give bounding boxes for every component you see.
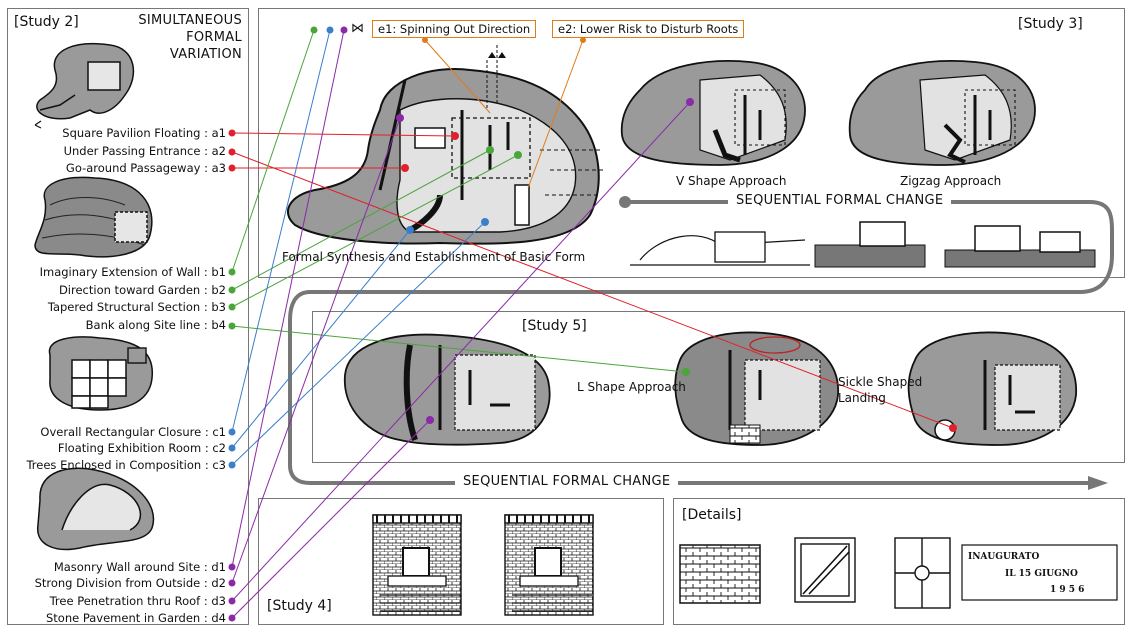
- label-b2: Direction toward Garden : b2: [58, 283, 226, 297]
- connector-c3: [231, 221, 486, 466]
- details-stone-pattern: [679, 544, 761, 604]
- label-b1: Imaginary Extension of Wall : b1: [39, 265, 226, 279]
- details-grille: [894, 537, 951, 609]
- connector-d3: [231, 101, 691, 602]
- note-e2: e2: Lower Risk to Disturb Roots: [552, 20, 745, 38]
- label-a1: Square Pavilion Floating : a1: [62, 126, 226, 140]
- sickle-caption-line1: Sickle Shaped: [838, 375, 923, 389]
- label-b3: Tapered Structural Section : b3: [47, 300, 226, 314]
- study2-plan-d: [37, 467, 155, 551]
- connector-c2: [231, 229, 411, 449]
- details-title: [Details]: [682, 507, 742, 523]
- study3-sequence-label: SEQUENTIAL FORMAL CHANGE: [728, 193, 952, 208]
- study5-plan-2: [674, 331, 839, 446]
- study3-elevations: [630, 221, 1096, 268]
- connector-c1: [231, 29, 331, 433]
- zigzag-caption: Zigzag Approach: [900, 174, 1002, 188]
- study3-frame: [258, 8, 1125, 278]
- study4-elevation-1: [372, 514, 462, 616]
- inscription-line3: 1 9 5 6: [1050, 585, 1085, 595]
- study3-main-plan: [286, 45, 605, 245]
- label-d4: Stone Pavement in Garden : d4: [45, 611, 226, 625]
- study3-v-shape-plan: [620, 60, 806, 166]
- connector-b4: [231, 325, 687, 373]
- v-shape-caption: V Shape Approach: [676, 174, 787, 188]
- study2-title: [Study 2]: [14, 14, 79, 30]
- study3-main-caption: Formal Synthesis and Establishment of Ba…: [282, 250, 586, 264]
- study5-plan-3: [907, 331, 1077, 446]
- connector-lines: [231, 29, 954, 619]
- label-d2: Strong Division from Outside : d2: [34, 576, 226, 590]
- study3-zigzag-plan: [848, 60, 1036, 166]
- study3-title: [Study 3]: [1018, 16, 1083, 32]
- study5-title: [Study 5]: [522, 318, 587, 334]
- study3-sequence-arrow: [288, 196, 1114, 490]
- inscription-line1: INAUGURATO: [968, 552, 1040, 562]
- label-d3: Tree Penetration thru Roof : d3: [49, 594, 226, 608]
- connector-b1: [231, 29, 315, 273]
- label-a3: Go-around Passageway : a3: [65, 161, 226, 175]
- study2-plan-b: [34, 176, 153, 258]
- study2-heading-line1: SIMULTANEOUS: [138, 13, 242, 28]
- study4-title: [Study 4]: [267, 598, 332, 614]
- study2-plan-a: [34, 43, 135, 129]
- label-c3: Trees Enclosed in Composition : c3: [26, 458, 226, 472]
- label-b4: Bank along Site line : b4: [85, 318, 226, 332]
- study4-frame: [258, 498, 664, 625]
- connector-b3: [231, 154, 519, 308]
- connector-d4: [231, 419, 431, 619]
- l-shape-caption: L Shape Approach: [577, 380, 686, 394]
- connector-b2: [231, 149, 491, 291]
- label-c2: Floating Exhibition Room : c2: [57, 441, 226, 455]
- study2-plan-c: [48, 336, 153, 411]
- details-inscription-plaque: [961, 544, 1118, 601]
- study5-plan-1: [344, 333, 551, 446]
- study2-frame: [7, 8, 249, 625]
- study5-sequence-label: SEQUENTIAL FORMAL CHANGE: [455, 474, 679, 489]
- connector-d2: [231, 117, 401, 584]
- connector-a2: [231, 151, 954, 429]
- inscription-line2: IL 15 GIUGNO: [1005, 569, 1078, 579]
- legend-symbol: ⋈: [351, 21, 364, 36]
- sickle-caption-line2: Landing: [838, 391, 886, 405]
- study2-heading-line3: VARIATION: [169, 47, 242, 62]
- connector-a1: [231, 132, 456, 137]
- label-c1: Overall Rectangular Closure : c1: [40, 425, 226, 439]
- study4-elevation-2: [504, 514, 594, 616]
- study2-heading-line2: FORMAL: [186, 30, 242, 45]
- details-frame: [673, 498, 1125, 625]
- connector-dots: [228, 26, 957, 622]
- label-a2: Under Passing Entrance : a2: [63, 144, 226, 158]
- connector-e1: [424, 39, 491, 114]
- label-d1: Masonry Wall around Site : d1: [53, 560, 226, 574]
- note-e1: e1: Spinning Out Direction: [372, 20, 537, 38]
- connector-e2: [527, 39, 584, 189]
- connector-d1: [231, 29, 345, 568]
- details-window-diagonal: [794, 537, 856, 603]
